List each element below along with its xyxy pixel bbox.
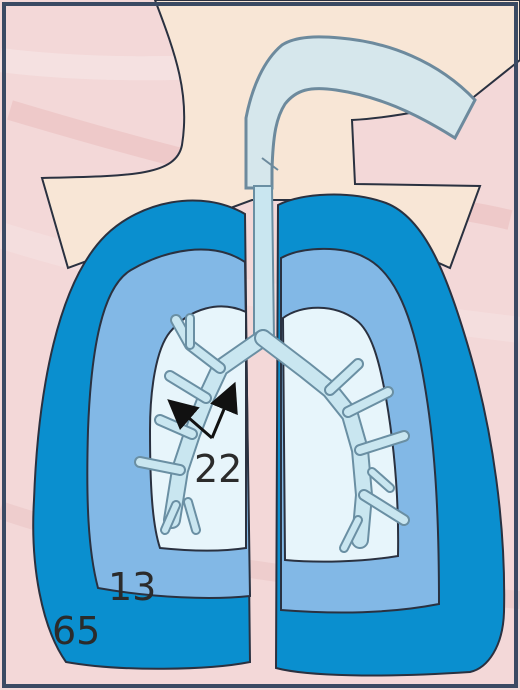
middle-zone-label: 13 xyxy=(108,565,156,609)
trachea xyxy=(254,186,274,340)
outer-zone-label: 65 xyxy=(52,609,100,653)
inner-zone-label: 22 xyxy=(194,447,242,491)
